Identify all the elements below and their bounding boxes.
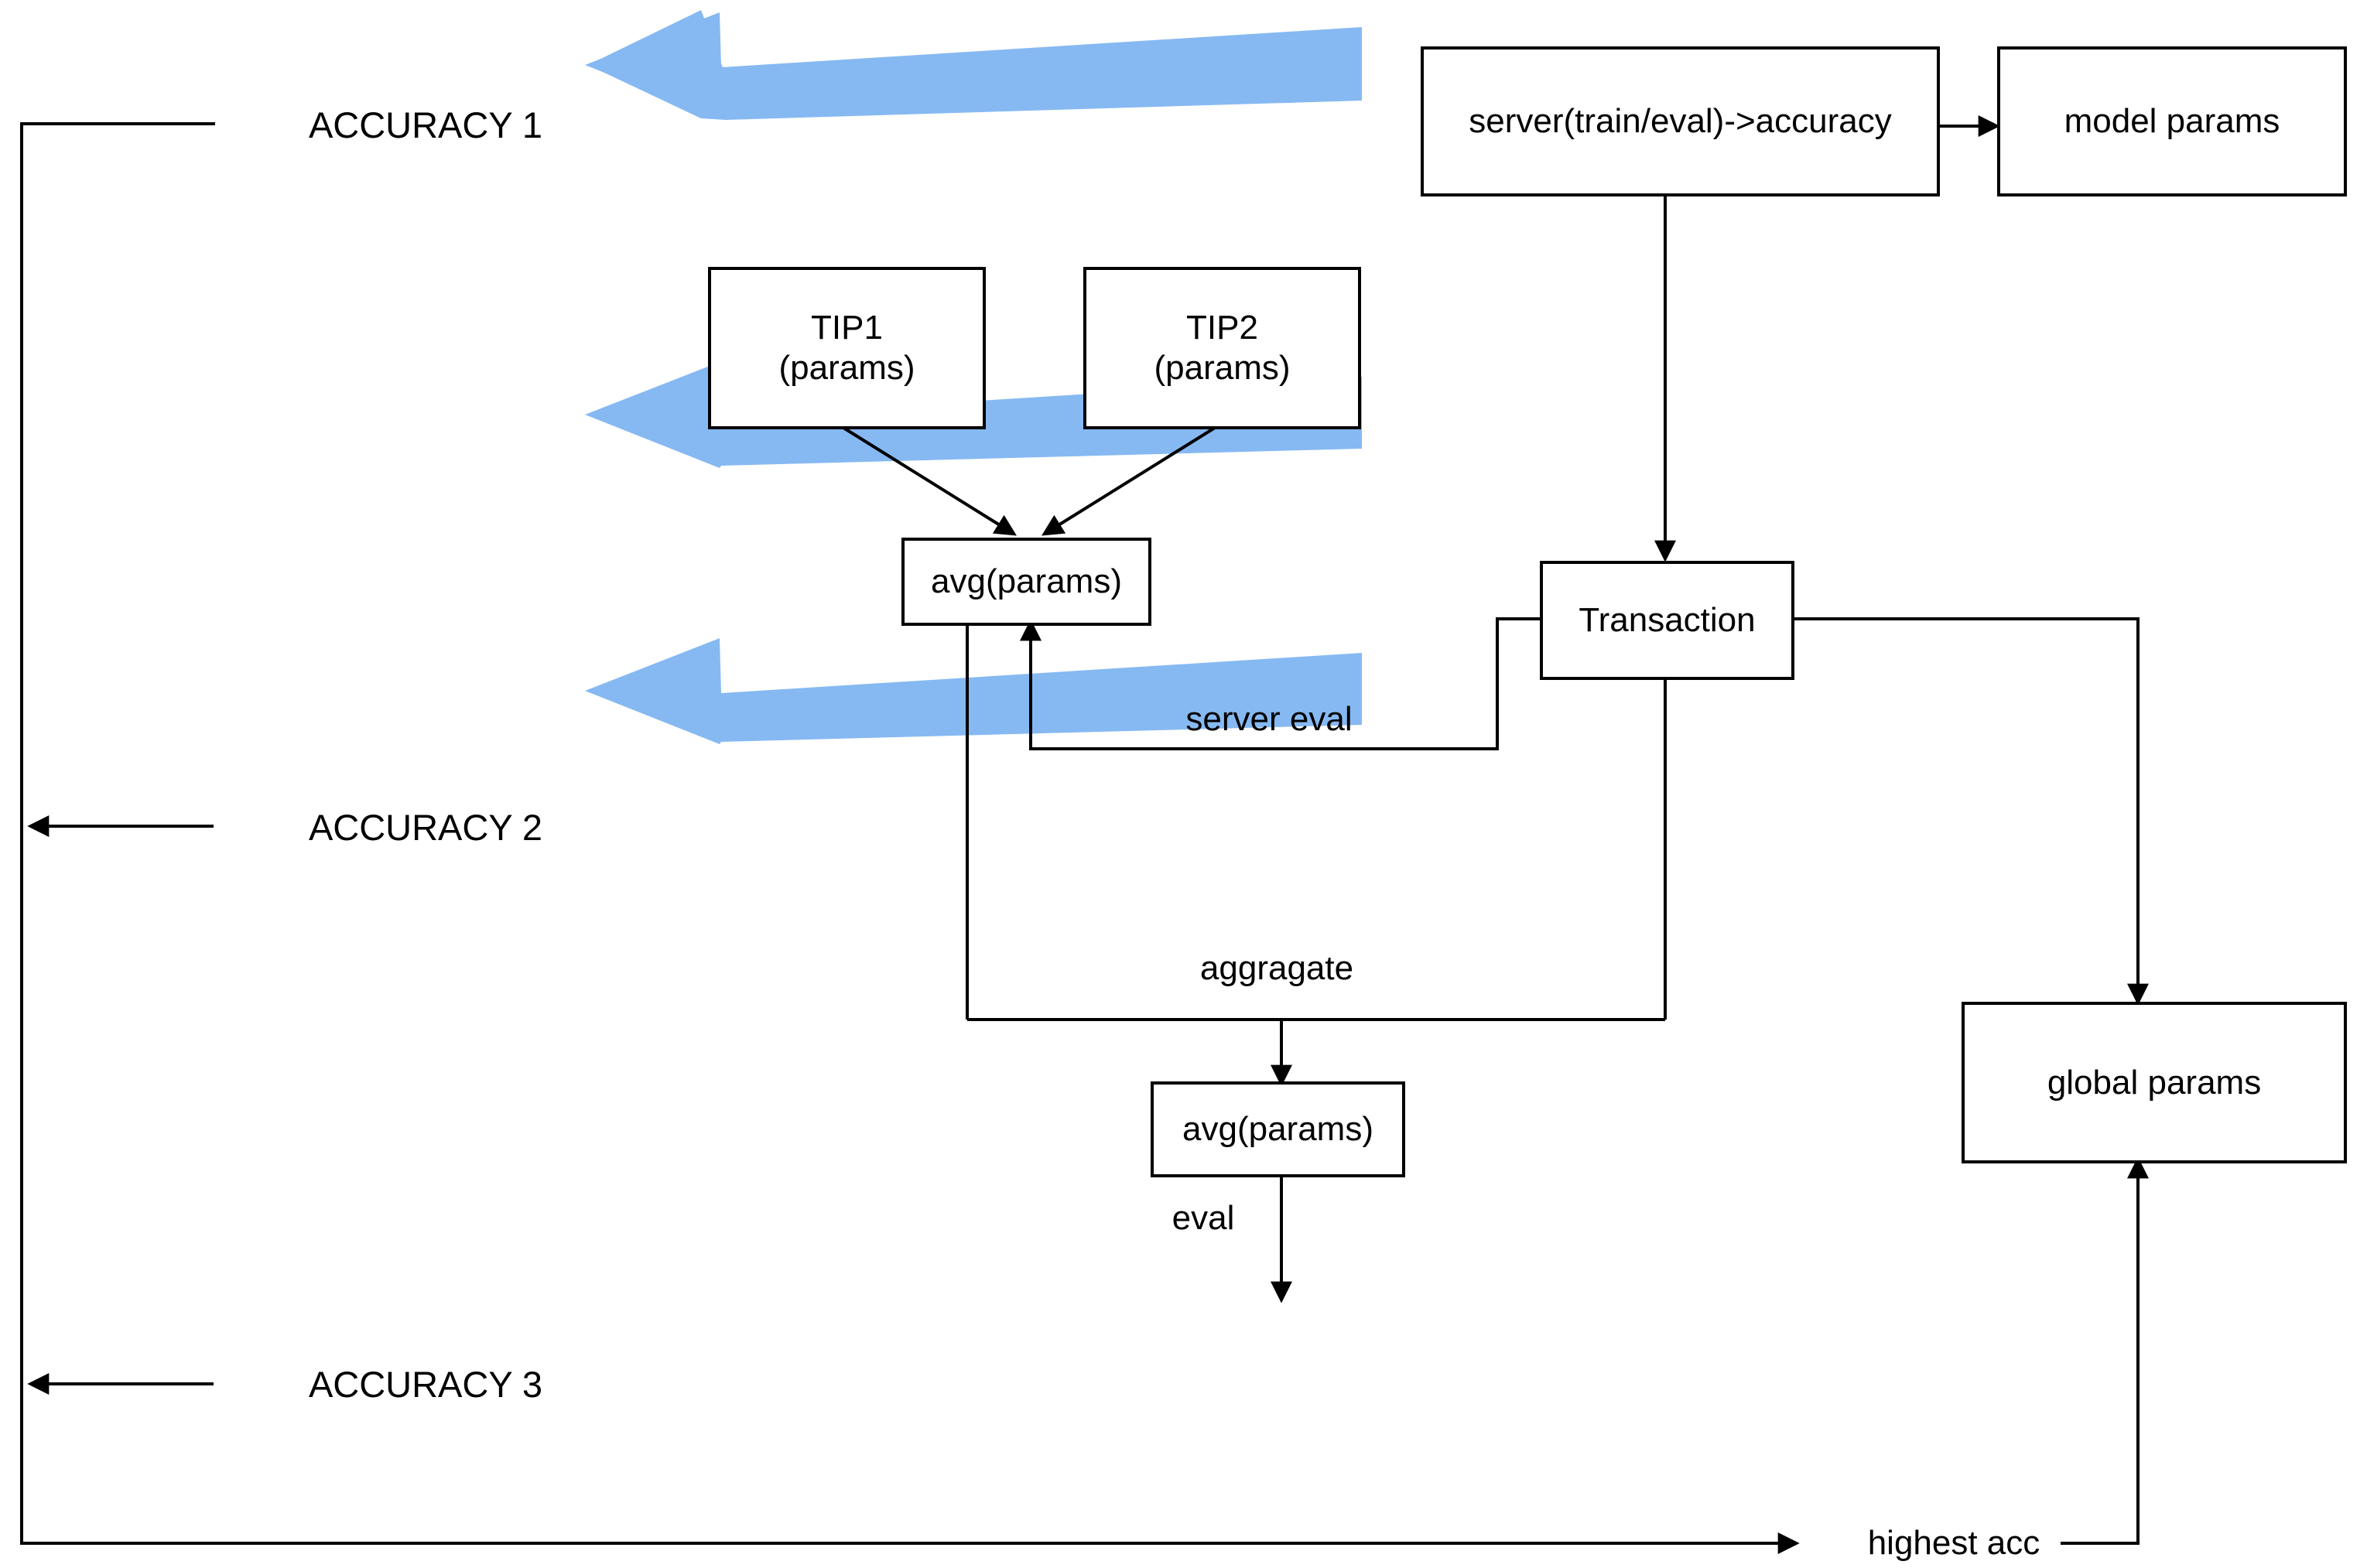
node-transaction-label: Transaction: [1579, 601, 1756, 639]
edge-label-aggragate: aggragate: [1199, 949, 1354, 987]
node-tip1-label-line2: (params): [778, 349, 915, 387]
edge-tip2-to-avg-top: [1042, 426, 1216, 536]
output-label-accuracy-1: ACCURACY 1: [308, 104, 543, 145]
connector-lines: [20, 115, 2149, 1554]
edge-label-eval: eval: [1172, 1199, 1235, 1237]
node-tip2-label-line2: (params): [1154, 349, 1291, 387]
node-boxes: [708, 46, 2347, 1177]
edge-transaction-server-eval: [1020, 617, 1540, 750]
node-tip2-label-line1: TIP2: [1186, 309, 1258, 347]
node-server-eval-accuracy-box[interactable]: [1421, 46, 1940, 196]
node-avg-params-top-label: avg(params): [931, 562, 1122, 600]
edge-left-spine: [20, 122, 1800, 1554]
node-transaction-box[interactable]: [1540, 561, 1794, 680]
node-model-params-box[interactable]: [1997, 46, 2347, 196]
blue-arrow-accuracy-1-body: [585, 12, 1362, 118]
output-label-accuracy-3: ACCURACY 3: [308, 1363, 543, 1405]
output-label-accuracy-2: ACCURACY 2: [308, 806, 543, 848]
node-tip1-label: TIP1 (params): [710, 268, 984, 428]
edge-label-server-eval: server eval: [1185, 700, 1353, 738]
node-avg-params-bottom-label: avg(params): [1182, 1110, 1373, 1148]
edge-label-highest-acc: highest acc: [1867, 1524, 2040, 1562]
node-avg-params-top-box[interactable]: [901, 538, 1151, 626]
node-tip1-box[interactable]: [708, 267, 986, 429]
node-global-params-box[interactable]: [1962, 1002, 2347, 1163]
node-model-params-label: model params: [2064, 102, 2280, 140]
node-global-params-label: global params: [2047, 1063, 2262, 1102]
node-avg-params-bottom-box[interactable]: [1151, 1081, 1405, 1177]
node-tip2-box[interactable]: [1083, 267, 1361, 429]
node-server-eval-accuracy-label: server(train/eval)->accuracy: [1469, 102, 1892, 140]
edge-tip1-to-avg-top: [842, 426, 1017, 536]
edge-transaction-to-global-params: [1791, 617, 2149, 1006]
node-tip1-label-line1: TIP1: [811, 309, 883, 347]
blue-arrow-accuracy-3: [585, 638, 1362, 744]
node-tip2-label: TIP2 (params): [1085, 268, 1360, 428]
edge-highest-acc-to-global-params: [2061, 1156, 2149, 1545]
